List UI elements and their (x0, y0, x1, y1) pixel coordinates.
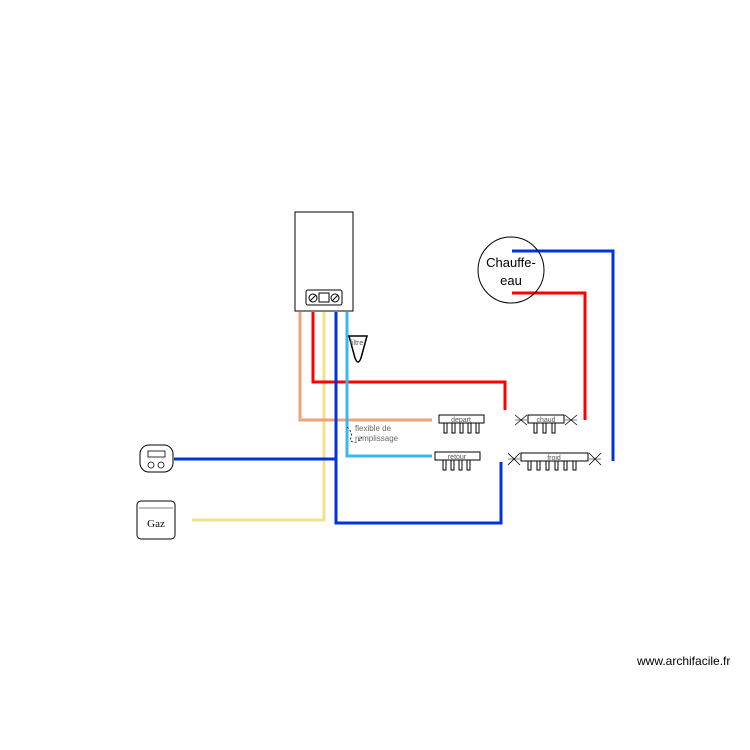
flexible-label-line2: remplissage (355, 434, 399, 443)
water-meter-dial-icon (147, 461, 165, 469)
boiler-knob-icon (330, 293, 340, 303)
manifold-froid[interactable]: froid (520, 452, 589, 471)
water-heater-label-line1: Chauffe- (486, 255, 536, 270)
cold-feed-pipe (334, 312, 503, 525)
manifold-depart-label: depart (451, 417, 471, 424)
gas-meter[interactable]: Gaz (136, 500, 176, 540)
boiler-hot-pipe (311, 312, 507, 410)
gas-pipe (192, 312, 326, 522)
filter[interactable]: filtre (348, 335, 368, 363)
water-meter[interactable] (139, 444, 174, 473)
water-heater-cold-pipe (512, 249, 615, 461)
water-meter-display (147, 450, 166, 458)
manifold-froid-label: froid (547, 455, 561, 462)
filter-label: filtre (350, 340, 363, 347)
flexible-label-line1: flexible de (355, 424, 392, 433)
manifold-chaud[interactable]: chaud (527, 414, 565, 434)
valve-chaud-right-icon[interactable] (564, 414, 578, 426)
boiler-display (318, 292, 330, 303)
valve-chaud-left-icon[interactable] (514, 414, 528, 426)
manifold-depart[interactable]: depart (438, 414, 485, 434)
boiler-dial-icon (308, 293, 318, 303)
valve-froid-right-icon[interactable] (588, 452, 602, 466)
manifold-retour[interactable]: retour (434, 451, 481, 471)
website-watermark: www.archifacile.fr (637, 654, 731, 668)
manifold-retour-label: retour (448, 454, 467, 461)
water-heater-label-line2: eau (500, 273, 522, 288)
flexible-hose: flexible de remplissage (346, 424, 399, 443)
water-heater-hot-pipe (512, 291, 587, 420)
gas-meter-label: Gaz (147, 518, 165, 530)
water-heater[interactable]: Chauffe- eau (477, 236, 545, 304)
manifold-chaud-label: chaud (536, 417, 555, 424)
boiler[interactable] (294, 211, 354, 312)
heating-return-pipe (345, 312, 432, 458)
heating-flow-pipe (298, 312, 432, 422)
valve-froid-left-icon[interactable] (507, 452, 521, 466)
